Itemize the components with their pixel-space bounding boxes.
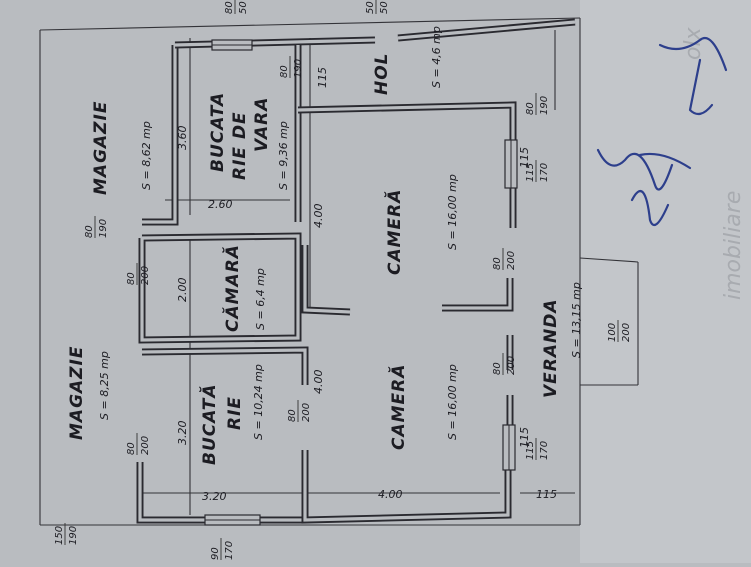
svg-text:80: 80 bbox=[84, 225, 95, 238]
svg-text:80: 80 bbox=[224, 1, 235, 14]
dimension-labels: 3.60 2.60 4.00 2.00 3.20 4.00 3.20 4.00 … bbox=[176, 67, 557, 503]
svg-text:50: 50 bbox=[238, 1, 249, 14]
svg-text:190: 190 bbox=[293, 59, 304, 78]
svg-text:190: 190 bbox=[98, 219, 109, 238]
dimension-4-00-a: 4.00 bbox=[312, 204, 325, 229]
room-name-bucatarie-vara-3: VARA bbox=[252, 97, 272, 152]
dimension-2-60: 2.60 bbox=[208, 198, 233, 211]
dimension-115-a: 115 bbox=[316, 67, 329, 88]
svg-text:90: 90 bbox=[210, 547, 221, 560]
site-outline bbox=[39, 17, 639, 526]
room-labels: MAGAZIE S = 8,62 mp MAGAZIE S = 8,25 mp … bbox=[67, 26, 583, 465]
room-area-hol: S = 4,6 mp bbox=[430, 26, 443, 88]
svg-text:115: 115 bbox=[525, 163, 536, 182]
opening-115-170-bottom: 115 170 bbox=[525, 438, 550, 460]
window-marks bbox=[204, 39, 518, 526]
svg-text:80: 80 bbox=[126, 272, 137, 285]
dimension-115-d: 115 bbox=[518, 427, 531, 448]
dimension-3-20-b: 3.20 bbox=[202, 490, 227, 503]
dimension-115-b: 115 bbox=[536, 488, 557, 501]
opening-labels: 80 50 50 50 80 190 80 190 80 190 115 170 bbox=[54, 0, 632, 560]
svg-text:170: 170 bbox=[539, 441, 550, 460]
svg-text:200: 200 bbox=[621, 323, 632, 342]
room-name-camara: CĂMARĂ bbox=[221, 244, 243, 332]
svg-text:80: 80 bbox=[492, 257, 503, 270]
svg-text:200: 200 bbox=[506, 251, 517, 270]
svg-text:200: 200 bbox=[301, 403, 312, 422]
room-name-hol: HOL bbox=[372, 52, 392, 95]
room-area-camera-top: S = 16,00 mp bbox=[446, 174, 459, 250]
watermark: imobiliare bbox=[721, 191, 746, 300]
opening-80-200-camera-top: 80 200 bbox=[492, 248, 517, 270]
opening-80-200-bucatarie: 80 200 bbox=[287, 400, 312, 422]
opening-80-190-top: 80 190 bbox=[84, 216, 109, 238]
svg-text:80: 80 bbox=[492, 362, 503, 375]
svg-text:80: 80 bbox=[525, 102, 536, 115]
opening-100-200: 100 200 bbox=[607, 320, 632, 342]
room-name-veranda: VERANDA bbox=[541, 298, 561, 398]
svg-text:80: 80 bbox=[287, 409, 298, 422]
opening-80-200-camera-mid: 80 200 bbox=[492, 353, 517, 375]
dimension-4-00-c: 4.00 bbox=[378, 488, 403, 501]
svg-text:190: 190 bbox=[68, 526, 79, 545]
handwritten-signature bbox=[596, 37, 728, 227]
svg-text:150: 150 bbox=[54, 526, 65, 545]
svg-text:80: 80 bbox=[126, 442, 137, 455]
dimension-4-00-b: 4.00 bbox=[312, 370, 325, 395]
opening-80-190-hol: 80 190 bbox=[525, 93, 550, 115]
room-area-camera-bottom: S = 16,00 mp bbox=[446, 364, 459, 440]
opening-50-50: 50 50 bbox=[365, 0, 390, 14]
opening-150-190: 150 190 bbox=[54, 523, 79, 545]
room-name-magazie-bottom: MAGAZIE bbox=[67, 346, 87, 440]
svg-text:200: 200 bbox=[140, 436, 151, 455]
room-area-veranda: S = 13,15 mp bbox=[570, 282, 583, 358]
room-name-bucatarie-1: BUCATĂ bbox=[198, 383, 220, 465]
room-name-bucatarie-2: RIE bbox=[225, 396, 245, 430]
dimension-3-20-a: 3.20 bbox=[176, 421, 189, 446]
svg-text:190: 190 bbox=[539, 96, 550, 115]
dimension-2-00: 2.00 bbox=[176, 278, 189, 303]
room-name-camera-top: CAMERĂ bbox=[383, 189, 405, 275]
dimension-lines bbox=[140, 30, 575, 515]
opening-90-170: 90 170 bbox=[210, 538, 235, 560]
svg-text:200: 200 bbox=[140, 266, 151, 285]
svg-text:50: 50 bbox=[365, 1, 376, 14]
opening-80-50: 80 50 bbox=[224, 0, 249, 14]
room-area-magazie-top: S = 8,62 mp bbox=[140, 121, 153, 190]
dimension-115-c: 115 bbox=[518, 147, 531, 168]
svg-text:170: 170 bbox=[539, 163, 550, 182]
paper-margin bbox=[580, 0, 751, 563]
room-name-magazie-top: MAGAZIE bbox=[91, 101, 111, 195]
room-name-bucatarie-vara-2: RIE DE bbox=[230, 111, 250, 180]
room-area-bucatarie: S = 10,24 mp bbox=[252, 364, 265, 440]
opening-80-190-vara: 80 190 bbox=[279, 56, 304, 78]
room-name-camera-bottom: CAMERĂ bbox=[387, 364, 409, 450]
svg-text:115: 115 bbox=[525, 441, 536, 460]
svg-text:100: 100 bbox=[607, 323, 618, 342]
walls bbox=[136, 18, 576, 524]
opening-80-200-magazie: 80 200 bbox=[126, 433, 151, 455]
opening-80-200-camara: 80 200 bbox=[126, 263, 151, 285]
svg-text:200: 200 bbox=[506, 356, 517, 375]
opening-115-170-top: 115 170 bbox=[525, 160, 550, 182]
dimension-3-60: 3.60 bbox=[176, 126, 189, 151]
svg-text:80: 80 bbox=[279, 65, 290, 78]
room-area-bucatarie-vara: S = 9,36 mp bbox=[277, 121, 290, 190]
room-area-magazie-bottom: S = 8,25 mp bbox=[98, 351, 111, 420]
svg-text:50: 50 bbox=[379, 1, 390, 14]
svg-text:170: 170 bbox=[224, 541, 235, 560]
room-name-bucatarie-vara-1: BUCATA bbox=[208, 92, 228, 172]
room-area-camara: S = 6,4 mp bbox=[254, 268, 267, 330]
